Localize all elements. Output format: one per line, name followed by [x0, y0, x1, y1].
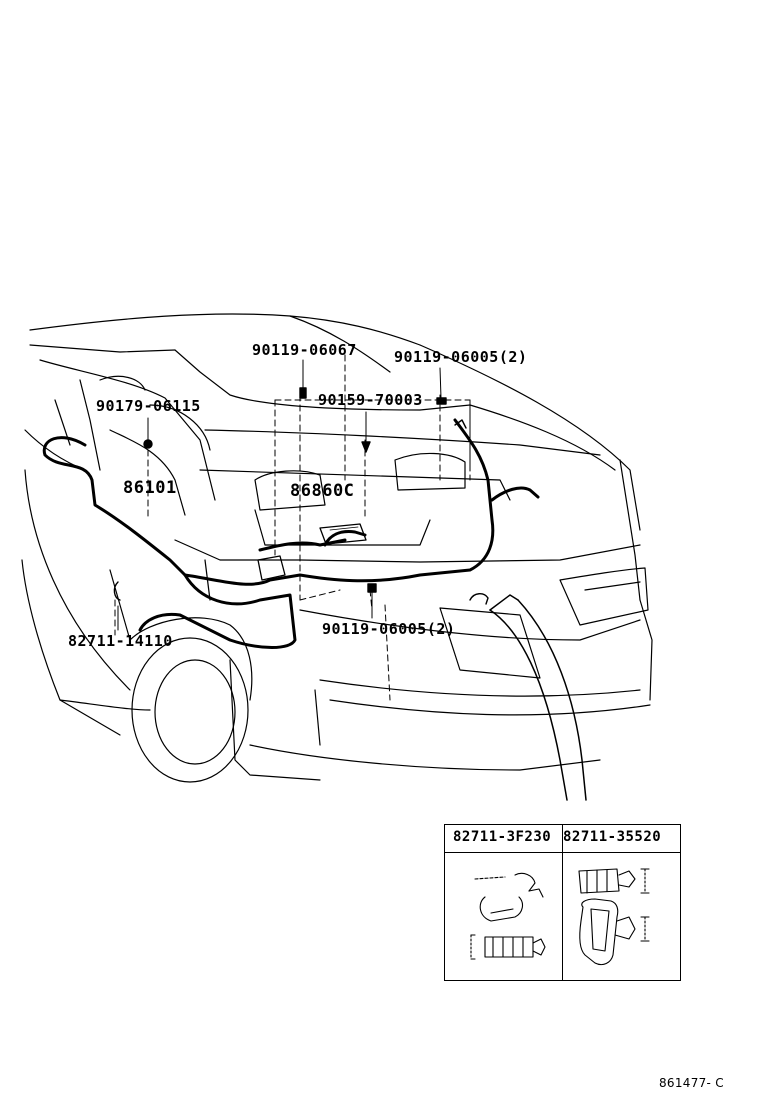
inset-clip-drawings: [470, 868, 650, 966]
part-label-90119-06005-bottom: 90119-06005(2): [322, 620, 456, 638]
antenna-module: [257, 523, 367, 581]
part-label-82711-14110: 82711-14110: [68, 632, 173, 650]
clip-detail-inset: 82711-3F230 82711-35520: [444, 824, 681, 981]
wire-harness: [42, 418, 540, 649]
part-label-90119-06005-top: 90119-06005(2): [394, 348, 528, 366]
leader-lines: [117, 359, 442, 631]
part-label-90159-70003: 90159-70003: [318, 391, 423, 409]
inset-divider: [562, 825, 563, 980]
fasteners: [113, 387, 489, 605]
clip-35520-drawing: [578, 868, 650, 966]
inset-label-right: 82711-35520: [563, 829, 662, 845]
part-label-90119-06067: 90119-06067: [252, 341, 357, 359]
part-label-90179-06115: 90179-06115: [96, 397, 201, 415]
callout-arrow: [489, 594, 587, 801]
part-label-86860C: 86860C: [290, 481, 355, 501]
diagram-reference-id: 861477- C: [658, 1076, 724, 1090]
clip-3f230-drawing: [470, 872, 546, 960]
part-label-86101: 86101: [123, 478, 177, 498]
car-body-outline: [21, 313, 653, 783]
inset-label-left: 82711-3F230: [453, 829, 552, 845]
